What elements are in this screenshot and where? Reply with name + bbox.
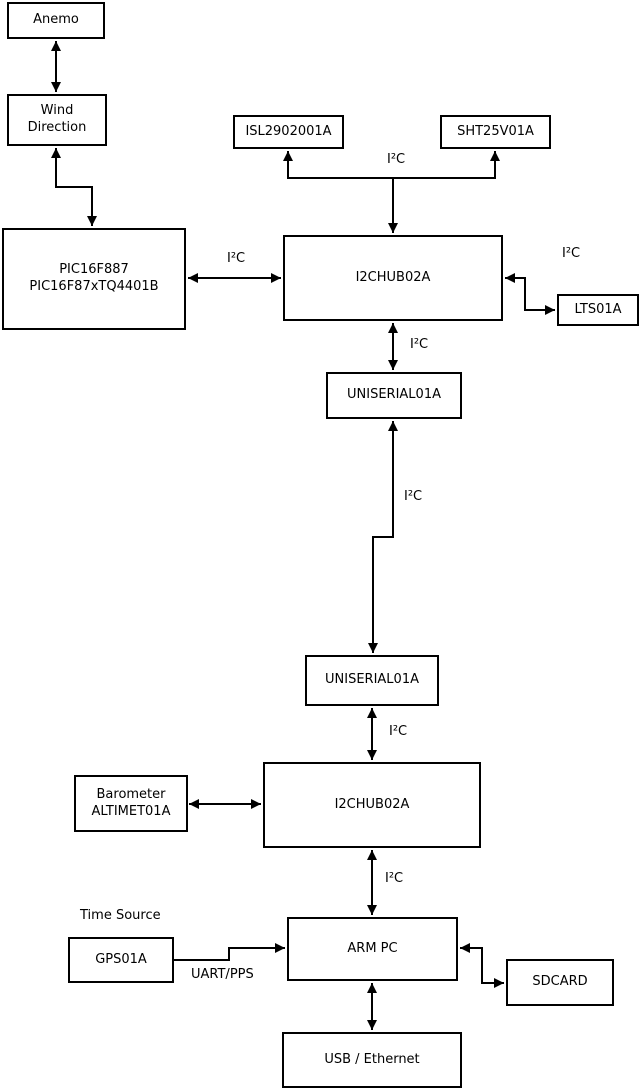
- edge-hub1-lts: [505, 273, 555, 315]
- node-barometer: Barometer ALTIMET01A: [74, 775, 188, 832]
- node-wind-direction-line1: Wind: [40, 103, 74, 119]
- node-arm-pc: ARM PC: [287, 917, 458, 981]
- node-lts-label: LTS01A: [574, 301, 622, 317]
- edge-label-i2c-uniserial2-hub2: I²C: [389, 724, 408, 739]
- node-wind-direction-line2: Direction: [27, 120, 87, 135]
- edge-uniserial1-uniserial2: [368, 421, 398, 653]
- node-uniserial-1-label: UNISERIAL01A: [347, 387, 441, 403]
- edge-gps-armpc: [173, 943, 285, 961]
- edge-label-uart-pps: UART/PPS: [191, 967, 254, 982]
- edge-label-i2c-uniserial-link: I²C: [404, 489, 423, 504]
- node-barometer-line2: ALTIMET01A: [91, 803, 171, 819]
- node-uniserial-2-label: UNISERIAL01A: [325, 672, 419, 688]
- edge-sensor-bus: [283, 151, 500, 179]
- node-sht-label: SHT25V01A: [457, 123, 534, 139]
- node-pic: PIC16F887 PIC16F87xTQ4401B: [2, 228, 186, 330]
- node-pic-line1: PIC16F887: [59, 262, 129, 278]
- node-anemo: Anemo: [7, 2, 105, 39]
- node-sdcard: SDCARD: [506, 959, 614, 1006]
- node-i2c-hub-1: I2CHUB02A: [283, 235, 503, 321]
- edge-armpc-sdcard: [460, 943, 504, 988]
- node-arm-pc-label: ARM PC: [347, 940, 398, 956]
- node-isl-label: ISL2902001A: [245, 123, 332, 139]
- node-gps-label: GPS01A: [95, 951, 147, 967]
- node-anemo-label: Anemo: [33, 12, 79, 28]
- edge-label-i2c-hub1-lts: I²C: [562, 246, 581, 261]
- edge-label-i2c-hub1-uniserial1: I²C: [410, 337, 429, 352]
- node-isl: ISL2902001A: [233, 115, 344, 149]
- node-i2c-hub-1-label: I2CHUB02A: [355, 269, 431, 285]
- node-uniserial-2: UNISERIAL01A: [305, 655, 439, 706]
- node-sdcard-label: SDCARD: [532, 974, 588, 990]
- node-barometer-line1: Barometer: [96, 786, 166, 802]
- node-sht: SHT25V01A: [440, 115, 551, 149]
- node-i2c-hub-2: I2CHUB02A: [263, 762, 481, 848]
- edge-wind-pic: [51, 148, 97, 226]
- node-wind-direction: Wind Direction: [7, 94, 107, 146]
- edge-label-i2c-sensor-bus: I²C: [387, 152, 406, 167]
- edge-label-i2c-pic-hub1: I²C: [227, 251, 246, 266]
- node-usb-ethernet: USB / Ethernet: [282, 1032, 462, 1088]
- node-pic-line2: PIC16F87xTQ4401B: [29, 279, 159, 294]
- node-usb-ethernet-label: USB / Ethernet: [324, 1051, 420, 1067]
- node-uniserial-1: UNISERIAL01A: [326, 372, 462, 419]
- node-i2c-hub-2-label: I2CHUB02A: [334, 796, 410, 812]
- edge-label-i2c-hub2-armpc: I²C: [385, 871, 404, 886]
- node-gps: GPS01A: [68, 937, 174, 983]
- node-lts: LTS01A: [557, 294, 639, 326]
- edge-label-time-source: Time Source: [80, 908, 161, 923]
